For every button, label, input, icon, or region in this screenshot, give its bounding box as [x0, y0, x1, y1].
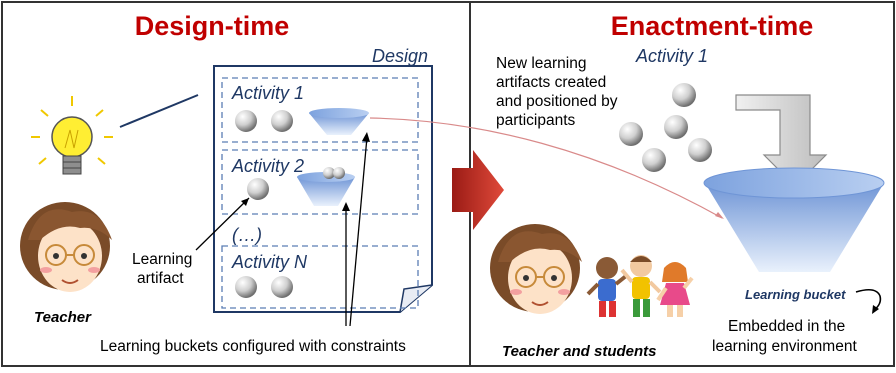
teacher-label: Teacher — [34, 309, 92, 326]
buckets-caption: Learning buckets configured with constra… — [100, 338, 406, 355]
activity-n-label: Activity N — [231, 252, 308, 272]
embedded-line2: learning environment — [712, 338, 857, 355]
artifact-ball — [642, 148, 666, 172]
artifact-ball — [235, 276, 257, 298]
learning-bucket-funnel-icon — [703, 167, 885, 272]
arrowhead — [872, 305, 879, 314]
artifact-ball — [271, 110, 293, 132]
artifact-ball — [619, 122, 643, 146]
bucket-label-curve — [855, 288, 882, 311]
learning-bucket-label: Learning bucket — [745, 287, 846, 302]
artifacts-text-line3: and positioned by — [496, 93, 618, 110]
design-label: Design — [372, 46, 428, 66]
artifact-label-line1: Learning — [132, 251, 192, 268]
arrowhead — [715, 212, 724, 219]
activity-n-box — [221, 245, 419, 309]
teacher-students-label: Teacher and students — [502, 343, 656, 360]
bucket-funnel-icon — [309, 108, 369, 135]
lightbulb-icon — [31, 96, 113, 175]
artifact-ball — [664, 115, 688, 139]
embedded-line1: Embedded in the — [728, 318, 845, 335]
arrowhead — [362, 132, 370, 142]
design-time-title: Design-time — [135, 11, 290, 41]
artifact-ball — [271, 276, 293, 298]
artifact-ball — [333, 167, 345, 179]
bucket-link-curve — [369, 117, 723, 219]
right-activity-label: Activity 1 — [635, 46, 708, 66]
artifacts-text-line1: New learning — [496, 55, 586, 72]
transition-arrow — [452, 150, 504, 230]
artifact-ball — [672, 83, 696, 107]
constraint-arrow — [349, 136, 368, 327]
enactment-time-title: Enactment-time — [611, 11, 814, 41]
ellipsis-label: (…) — [232, 225, 262, 245]
artifact-pointer — [195, 197, 250, 251]
students-group — [586, 255, 694, 317]
arrowhead — [342, 202, 350, 211]
artifact-ball — [323, 167, 335, 179]
teacher-avatar — [490, 224, 582, 314]
activity-1-label: Activity 1 — [231, 83, 304, 103]
artifact-ball — [247, 178, 269, 200]
arrowhead — [241, 198, 249, 206]
artifacts-text-line4: participants — [496, 112, 576, 129]
teacher-avatar — [20, 202, 112, 292]
artifacts-text-line2: artifacts created — [496, 74, 606, 91]
bulb-connector — [119, 94, 199, 128]
artifact-label-line2: artifact — [137, 270, 184, 287]
activity-2-label: Activity 2 — [231, 156, 304, 176]
artifact-ball — [235, 110, 257, 132]
artifact-ball — [688, 138, 712, 162]
